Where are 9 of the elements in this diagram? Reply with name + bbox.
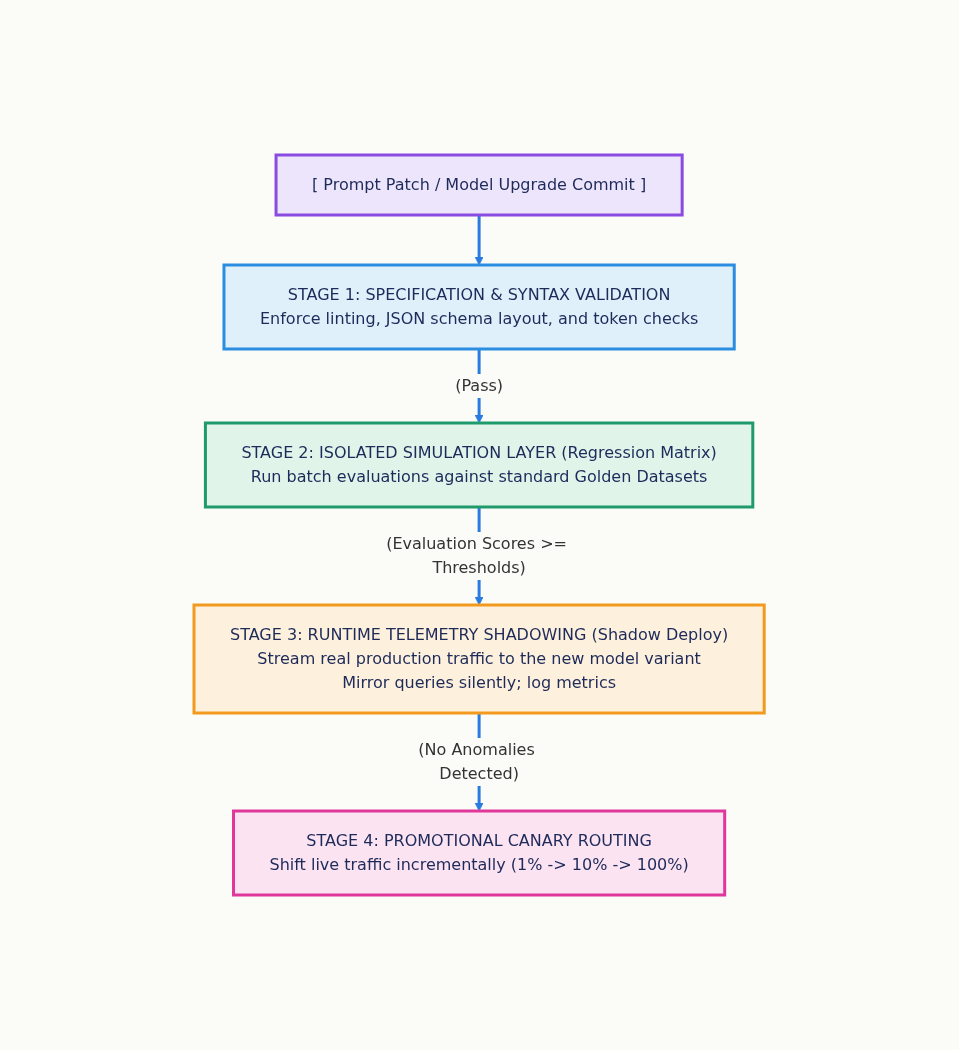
node-box: STAGE 4: PROMOTIONAL CANARY ROUTING Shift live traffic incrementally (1% -> 10% -> 100%): [232, 809, 727, 897]
edge-label: (No Anomalies Detected): [418, 740, 536, 783]
node-box: STAGE 3: RUNTIME TELEMETRY SHADOWING (Shadow Deploy) Stream real production traffic to the new model variant Mirror queries silently; log metrics: [192, 603, 767, 715]
edge-label: (Pass): [455, 376, 504, 395]
node-box: STAGE 2: ISOLATED SIMULATION LAYER (Regression Matrix) Run batch evaluations against standard Golden Datasets: [204, 421, 755, 509]
node-box: [ Prompt Patch / Model Upgrade Commit ]: [274, 153, 685, 217]
edge-label: (Evaluation Scores >= Thresholds): [386, 534, 568, 577]
node-box: STAGE 1: SPECIFICATION & SYNTAX VALIDATION Enforce linting, JSON schema layout, and token checks: [222, 263, 737, 351]
arrow: [475, 215, 484, 266]
